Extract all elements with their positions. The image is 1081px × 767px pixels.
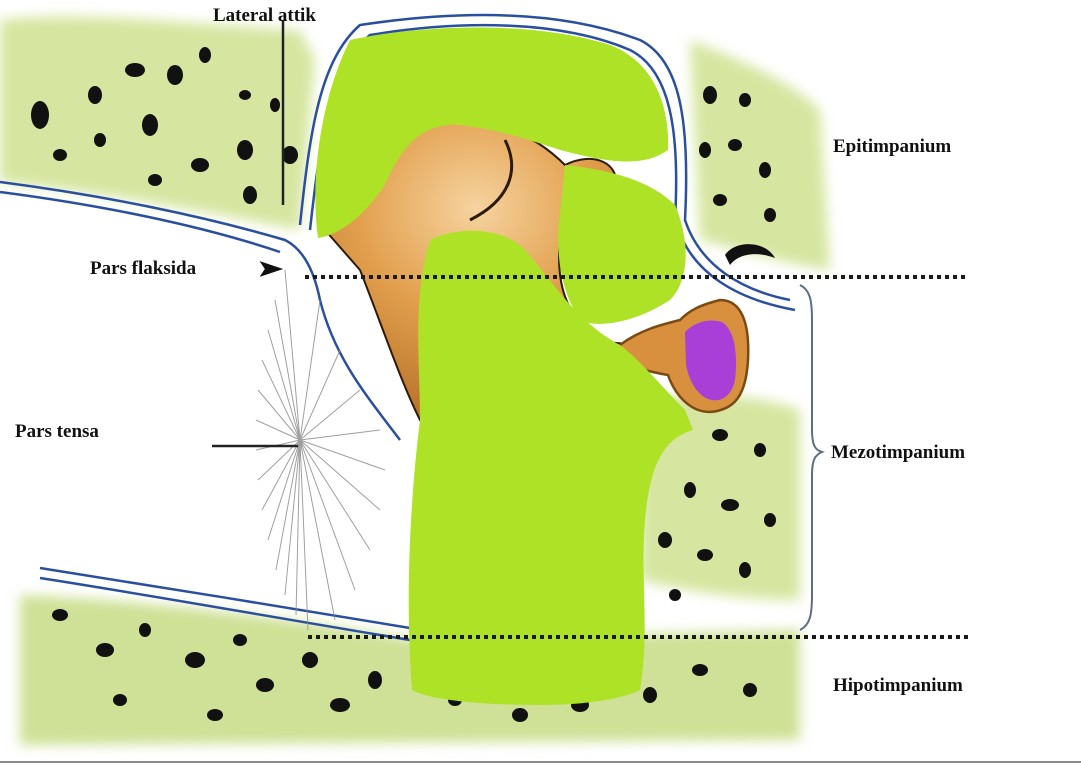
label-hipotimpanium: Hipotimpanium [833, 676, 963, 695]
eardrum-fan [256, 270, 385, 630]
label-epitimpanium: Epitimpanium [833, 137, 951, 156]
mezotimpanium-bracket [800, 285, 822, 630]
label-pars-flaksida: Pars flaksida [90, 259, 196, 278]
green-overlay [315, 28, 693, 706]
label-lateral-attik: Lateral attik [213, 6, 316, 25]
bone-region-upper-right [690, 40, 830, 270]
label-mezotimpanium: Mezotimpanium [831, 443, 965, 462]
pars-flaksida-arrow-icon [262, 263, 280, 275]
label-pars-tensa: Pars tensa [15, 422, 99, 441]
